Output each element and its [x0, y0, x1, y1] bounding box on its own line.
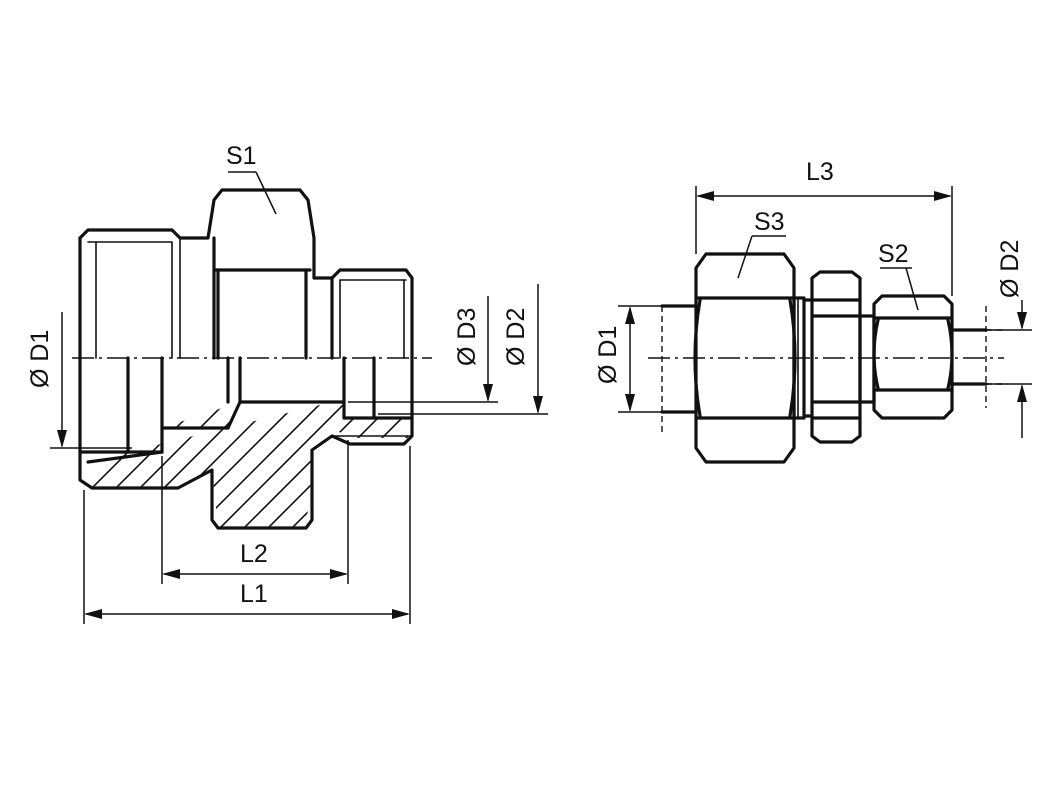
d1-right-arrow-top — [625, 306, 635, 324]
right-assembly-view — [648, 252, 1004, 464]
d1-right-arrow-bottom — [625, 394, 635, 412]
l3-arrow-left — [696, 191, 714, 201]
d2-left-arrow — [533, 396, 543, 414]
label-l1: L1 — [240, 580, 268, 608]
l3-arrow-right — [934, 191, 952, 201]
d3-arrow — [483, 384, 493, 402]
s1-leader — [255, 171, 277, 215]
label-l3: L3 — [806, 158, 834, 186]
nut-s3-outline — [694, 252, 796, 464]
label-d1-right: Ø D1 — [594, 326, 622, 384]
label-s1: S1 — [226, 142, 257, 170]
right-dimensions: L3 S3 S2 Ø D1 Ø D2 — [594, 158, 1032, 438]
d2-right-arrow-top — [1017, 312, 1027, 330]
nut-s2-curve-left — [872, 318, 880, 390]
l2-arrow-right — [330, 569, 348, 579]
label-d3: Ø D3 — [453, 308, 481, 366]
left-fitting-view — [72, 188, 432, 530]
bore-chamfer — [226, 400, 242, 430]
label-s2: S2 — [878, 240, 909, 268]
l2-arrow-left — [162, 569, 180, 579]
l1-arrow-left — [84, 609, 102, 619]
nut-s2-outline — [872, 294, 954, 420]
l1-arrow-right — [392, 609, 410, 619]
label-l2: L2 — [240, 540, 268, 568]
middle-hex-outline — [810, 270, 862, 444]
nut-s2-curve-right — [946, 318, 954, 390]
section-hatching — [88, 402, 408, 528]
d1-left-arrow — [57, 430, 67, 448]
label-d2-right: Ø D2 — [996, 240, 1024, 298]
label-d1-left: Ø D1 — [26, 330, 54, 388]
s3-leader — [737, 235, 753, 279]
left-body-upper-outline — [78, 188, 414, 360]
label-d2-left: Ø D2 — [502, 308, 530, 366]
left-body-lower-outline — [78, 356, 414, 530]
s2-leader — [905, 267, 919, 311]
d2-right-arrow-bottom — [1017, 384, 1027, 402]
left-dimensions: S1 Ø D1 Ø D3 Ø D2 L2 L1 — [26, 142, 548, 624]
label-s3: S3 — [754, 208, 785, 236]
neck-2 — [858, 314, 876, 404]
